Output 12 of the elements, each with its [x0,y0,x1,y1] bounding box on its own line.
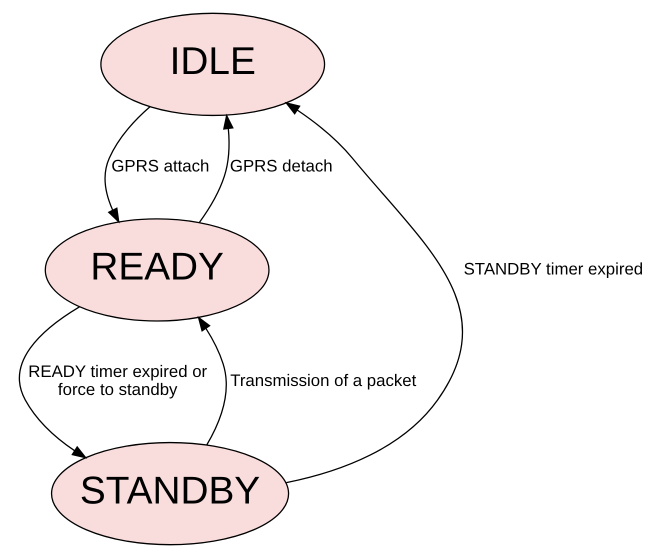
edge-label: GPRS detach [230,156,333,176]
edge-label: GPRS attach [111,156,210,176]
arrow [197,316,227,446]
arrow [198,114,234,223]
edge-label: STANDBY timer expired [464,259,644,278]
edge-label: Transmission of a packet [230,371,416,390]
arrow [18,306,88,459]
edge-label: READY timer expired or force to standby [28,362,208,400]
arrow [104,106,150,224]
node-ellipse: READY [44,218,270,322]
arrow [284,102,464,484]
node-ellipse: STANDBY [50,442,290,546]
